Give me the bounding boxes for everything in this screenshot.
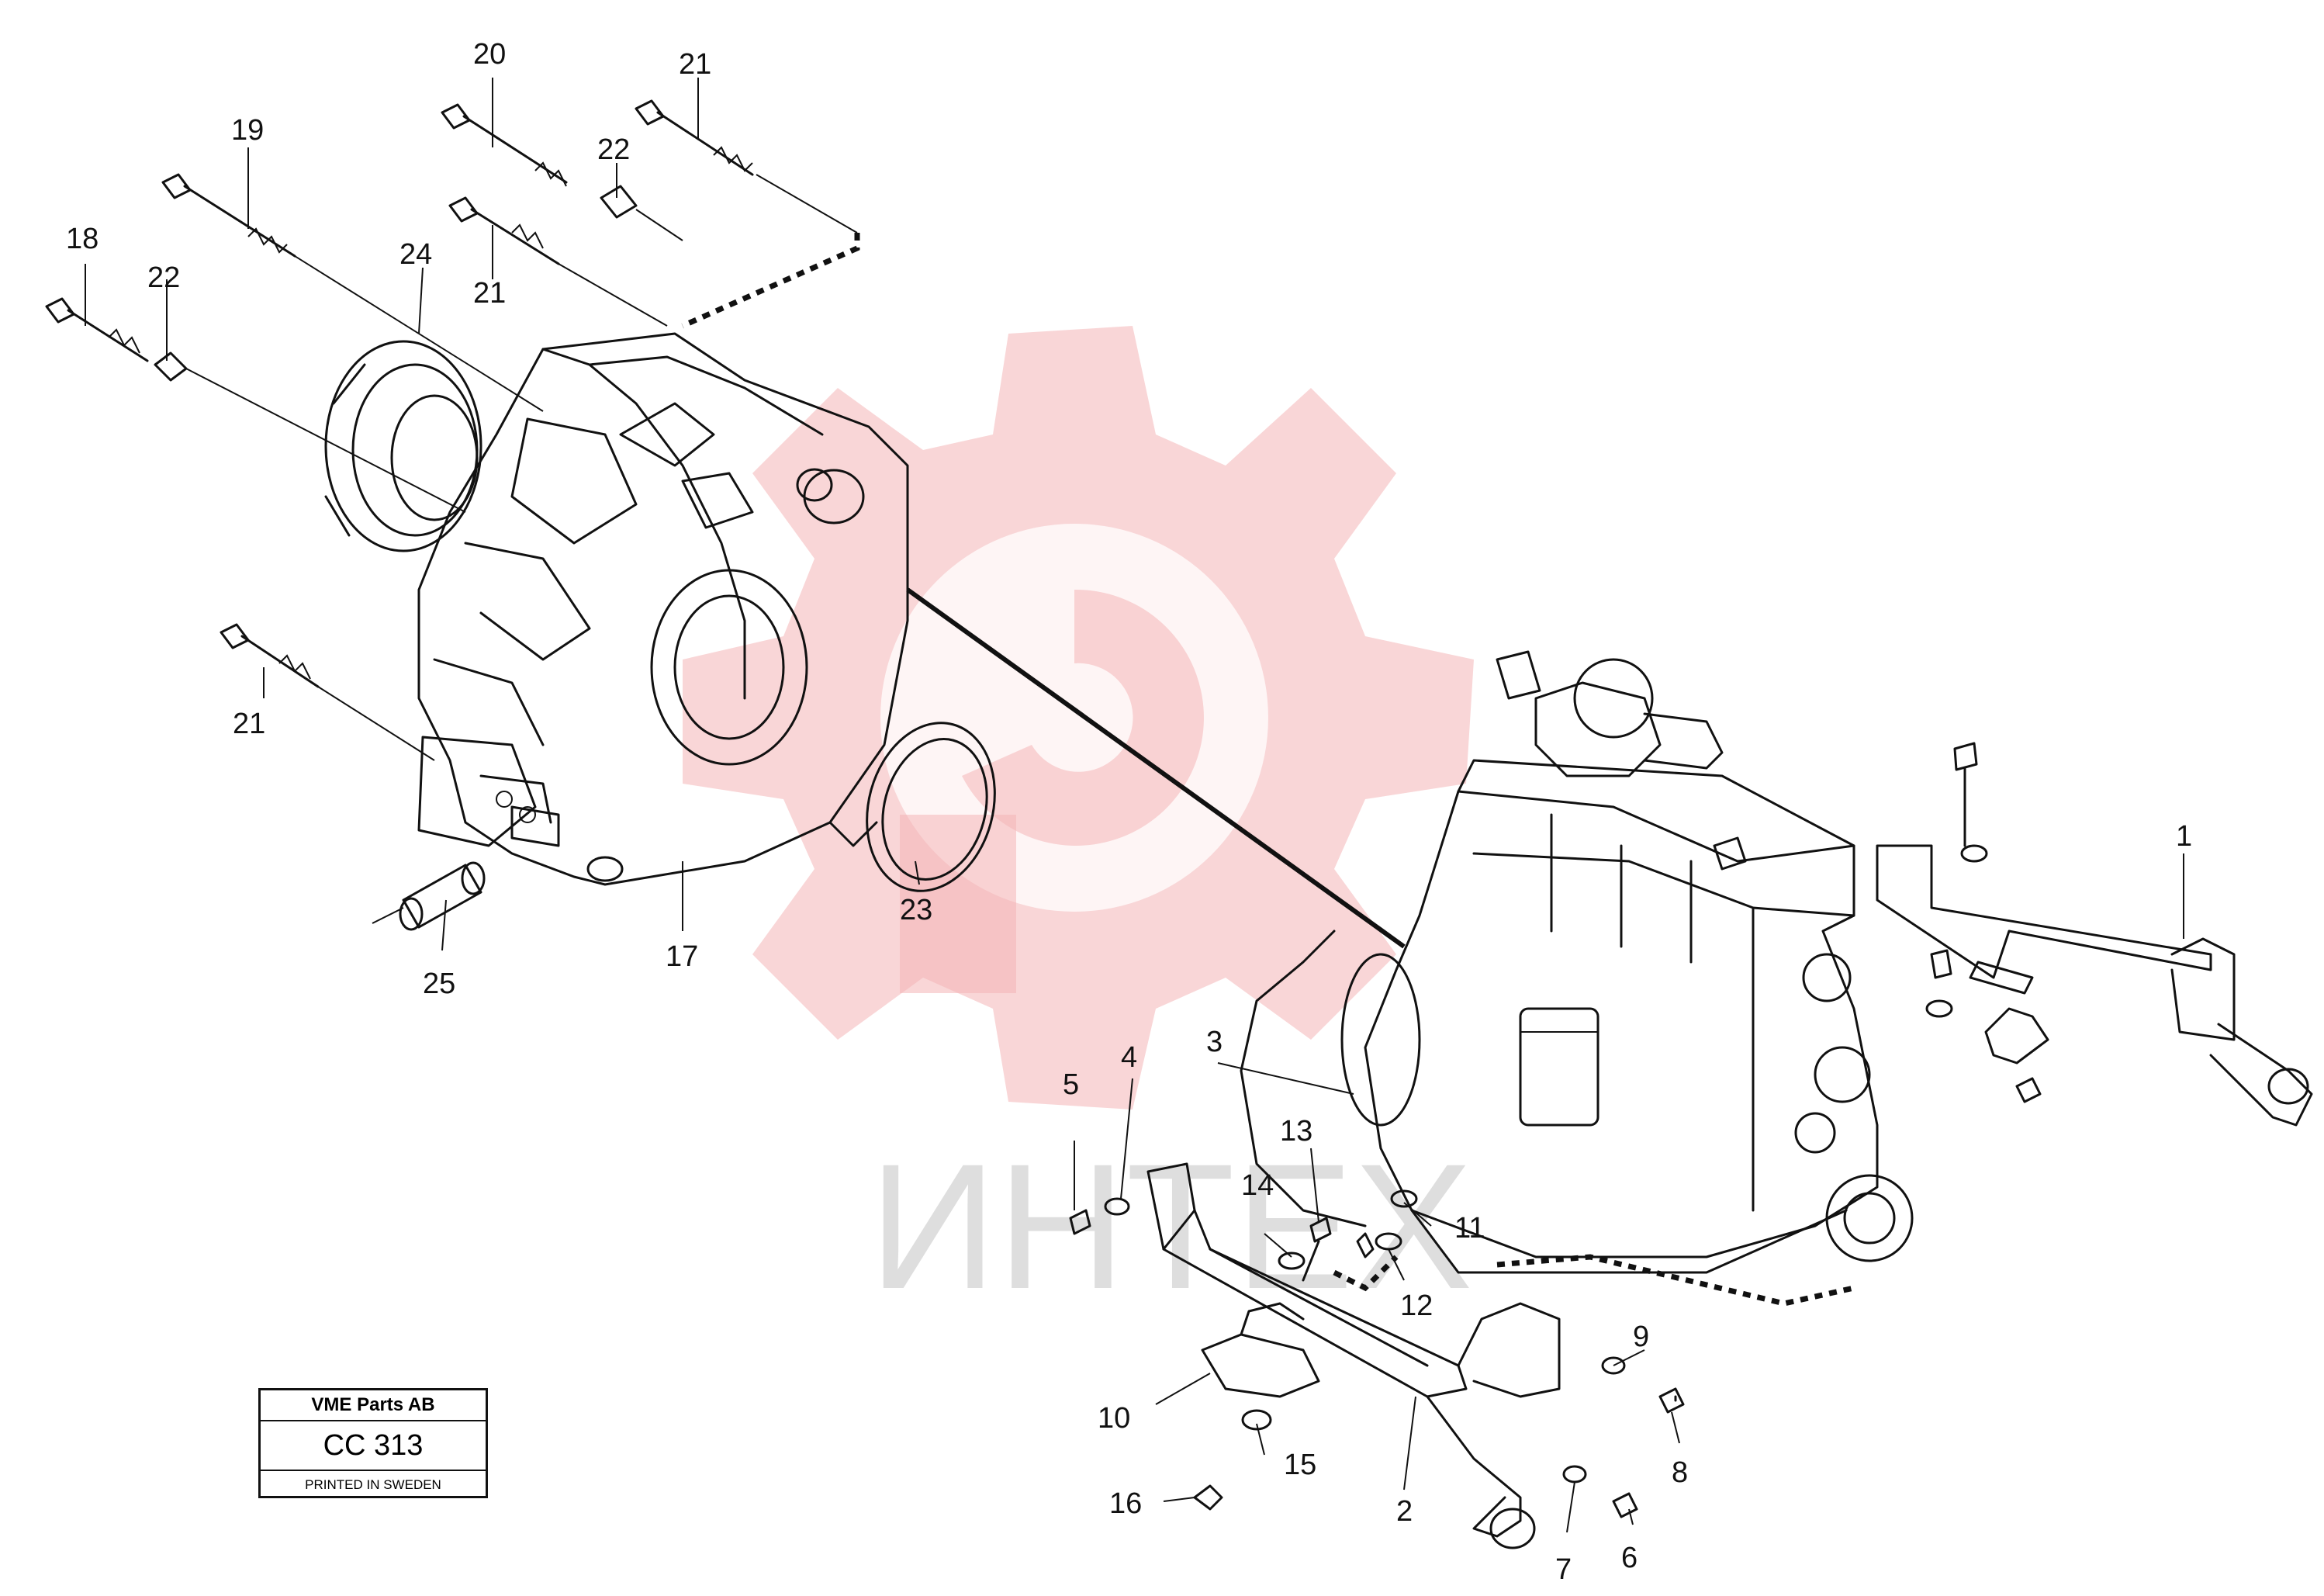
sleeve-25 bbox=[372, 861, 486, 931]
callout-21-low: 21 bbox=[233, 708, 265, 740]
callout-7: 7 bbox=[1555, 1553, 1572, 1586]
callout-14: 14 bbox=[1241, 1169, 1274, 1202]
callout-12: 12 bbox=[1400, 1290, 1433, 1322]
assembly-line bbox=[906, 587, 1406, 949]
callout-17: 17 bbox=[666, 940, 698, 973]
seal-ring-24 bbox=[324, 340, 482, 552]
callout-23: 23 bbox=[900, 894, 932, 926]
callout-5: 5 bbox=[1063, 1068, 1079, 1101]
o-ring-23 bbox=[866, 722, 996, 892]
callout-11: 11 bbox=[1454, 1212, 1485, 1245]
callout-13: 13 bbox=[1280, 1115, 1312, 1148]
callout-6: 6 bbox=[1621, 1542, 1638, 1574]
callout-21-top: 21 bbox=[679, 48, 711, 81]
callout-9: 9 bbox=[1633, 1321, 1649, 1353]
mount-bracket-1 bbox=[1876, 742, 2313, 1127]
small-fasteners bbox=[1069, 1189, 1685, 1518]
callout-22-left: 22 bbox=[147, 261, 180, 294]
callout-10: 10 bbox=[1098, 1402, 1130, 1435]
callout-15: 15 bbox=[1284, 1449, 1316, 1481]
hidden-line-right bbox=[1496, 1254, 1855, 1307]
watermark-gear-logo bbox=[683, 326, 1474, 1110]
stamp-printed: PRINTED IN SWEDEN bbox=[305, 1477, 441, 1492]
callout-labels: 1 2 3 4 5 6 7 8 9 10 11 12 13 14 15 16 1… bbox=[66, 38, 2192, 1586]
callout-3: 3 bbox=[1206, 1026, 1223, 1058]
callout-22-top: 22 bbox=[597, 133, 630, 166]
callout-8: 8 bbox=[1672, 1456, 1688, 1489]
leader-lines bbox=[85, 78, 2184, 1533]
front-support-bracket-2 bbox=[1146, 1162, 1561, 1549]
callout-18: 18 bbox=[66, 223, 99, 255]
hidden-line-top bbox=[681, 233, 860, 329]
hidden-line-mid bbox=[1333, 1255, 1399, 1292]
engine-block bbox=[1240, 650, 1914, 1274]
flywheel-housing bbox=[417, 332, 909, 886]
callout-24: 24 bbox=[399, 238, 432, 271]
callout-20: 20 bbox=[473, 38, 506, 71]
callout-2: 2 bbox=[1396, 1495, 1413, 1528]
stamp-company: VME Parts AB bbox=[261, 1390, 486, 1421]
callout-4: 4 bbox=[1121, 1041, 1137, 1074]
watermark-text: ИНТЕХ bbox=[869, 1127, 1473, 1326]
callout-16: 16 bbox=[1109, 1487, 1142, 1520]
callout-1: 1 bbox=[2176, 820, 2192, 853]
callout-19: 19 bbox=[231, 114, 264, 147]
stamp-code: CC 313 bbox=[261, 1421, 486, 1471]
callout-21-mid: 21 bbox=[473, 277, 506, 310]
callout-25: 25 bbox=[423, 968, 455, 1000]
title-block-stamp: VME Parts AB CC 313 PRINTED IN SWEDEN bbox=[258, 1388, 488, 1498]
